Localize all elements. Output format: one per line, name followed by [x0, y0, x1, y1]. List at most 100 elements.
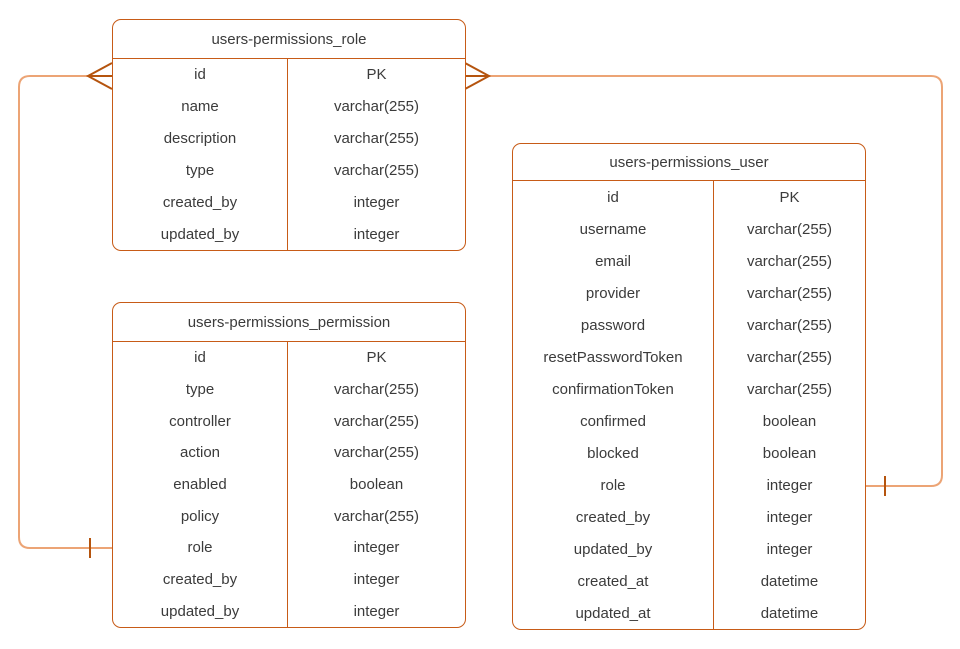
field-name: controller	[113, 405, 288, 438]
table-row: role integer	[113, 532, 465, 564]
field-type: varchar(255)	[746, 380, 833, 398]
table-row: email varchar(255)	[513, 245, 865, 277]
entity-table-user[interactable]: users-permissions_user id PK username varch…	[512, 143, 866, 630]
field-name: created_by	[113, 563, 288, 596]
field-type: PK	[366, 66, 387, 84]
table-row: name varchar(255)	[113, 90, 465, 123]
field-type: integer	[353, 571, 400, 589]
table-row: enabled boolean	[113, 468, 465, 501]
table-row: blocked boolean	[513, 437, 865, 469]
field-type: integer	[353, 602, 400, 620]
table-row: confirmationToken varchar(255)	[513, 373, 865, 405]
field-name: id	[513, 181, 714, 213]
field-name: updated_by	[113, 218, 288, 250]
table-row: policy varchar(255)	[113, 500, 465, 533]
table-row: description varchar(255)	[113, 122, 465, 155]
field-type: varchar(255)	[333, 98, 420, 116]
table-row: username varchar(255)	[513, 213, 865, 245]
field-name: id	[113, 59, 288, 91]
table-row: updated_by integer	[513, 533, 865, 565]
field-name: created_by	[513, 501, 714, 533]
field-name: type	[113, 373, 288, 406]
table-row: role integer	[513, 469, 865, 501]
field-type: PK	[779, 188, 800, 206]
field-type: boolean	[349, 476, 404, 494]
field-type: varchar(255)	[746, 284, 833, 302]
field-name: email	[513, 245, 714, 277]
field-name: updated_by	[513, 533, 714, 565]
relationship-line-role-permission	[18, 75, 112, 549]
field-type: integer	[766, 476, 813, 494]
field-type: varchar(255)	[746, 220, 833, 238]
field-name: confirmed	[513, 405, 714, 437]
field-name: password	[513, 309, 714, 341]
field-type: integer	[353, 539, 400, 557]
table-title: users-permissions_user	[513, 144, 865, 181]
entity-table-role[interactable]: users-permissions_role id PK name varchar(2…	[112, 19, 466, 251]
field-name: description	[113, 122, 288, 155]
field-name: username	[513, 213, 714, 245]
table-rows: id PK username varchar(255) email varchar(255…	[513, 181, 865, 629]
entity-table-permission[interactable]: users-permissions_permission id PK type var…	[112, 302, 466, 628]
table-rows: id PK name varchar(255) description varchar(2…	[113, 59, 465, 250]
relationship-line-role-user	[489, 75, 943, 487]
field-type: varchar(255)	[333, 444, 420, 462]
field-type: varchar(255)	[333, 412, 420, 430]
table-row: provider varchar(255)	[513, 277, 865, 309]
field-type: integer	[353, 193, 400, 211]
field-name: policy	[113, 500, 288, 533]
field-name: created_by	[113, 186, 288, 219]
field-name: id	[113, 342, 288, 374]
table-row: controller varchar(255)	[113, 405, 465, 438]
field-name: resetPasswordToken	[513, 341, 714, 373]
field-name: action	[113, 437, 288, 469]
field-type: varchar(255)	[746, 252, 833, 270]
crows-foot-many-marker	[85, 62, 113, 90]
table-title: users-permissions_role	[113, 20, 465, 59]
table-title: users-permissions_permission	[113, 303, 465, 342]
table-row: confirmed boolean	[513, 405, 865, 437]
table-row: type varchar(255)	[113, 373, 465, 406]
field-type: varchar(255)	[333, 507, 420, 525]
field-type: integer	[353, 225, 400, 243]
table-row: id PK	[113, 342, 465, 374]
field-name: updated_at	[513, 597, 714, 629]
field-type: varchar(255)	[746, 316, 833, 334]
field-name: name	[113, 90, 288, 123]
table-row: type varchar(255)	[113, 154, 465, 187]
field-type: PK	[366, 349, 387, 367]
table-row: resetPasswordToken varchar(255)	[513, 341, 865, 373]
table-row: updated_by integer	[113, 218, 465, 250]
field-type: integer	[766, 508, 813, 526]
table-rows: id PK type varchar(255) controller varchar(25…	[113, 342, 465, 627]
field-name: updated_by	[113, 595, 288, 627]
field-name: role	[113, 532, 288, 564]
field-type: varchar(255)	[333, 130, 420, 148]
table-row: action varchar(255)	[113, 437, 465, 469]
table-row: updated_by integer	[113, 595, 465, 627]
field-name: confirmationToken	[513, 373, 714, 405]
field-name: blocked	[513, 437, 714, 469]
field-type: datetime	[760, 604, 819, 622]
table-row: created_by integer	[113, 563, 465, 596]
table-row: created_by integer	[113, 186, 465, 219]
field-type: varchar(255)	[746, 348, 833, 366]
field-type: boolean	[762, 412, 817, 430]
field-name: type	[113, 154, 288, 187]
field-name: enabled	[113, 468, 288, 501]
field-type: boolean	[762, 444, 817, 462]
table-row: id PK	[113, 59, 465, 91]
table-row: created_by integer	[513, 501, 865, 533]
field-type: integer	[766, 540, 813, 558]
field-name: provider	[513, 277, 714, 309]
field-name: role	[513, 469, 714, 501]
table-row: password varchar(255)	[513, 309, 865, 341]
table-row: id PK	[513, 181, 865, 213]
field-type: varchar(255)	[333, 381, 420, 398]
field-type: varchar(255)	[333, 161, 420, 179]
field-type: datetime	[760, 572, 819, 590]
table-row: updated_at datetime	[513, 597, 865, 629]
